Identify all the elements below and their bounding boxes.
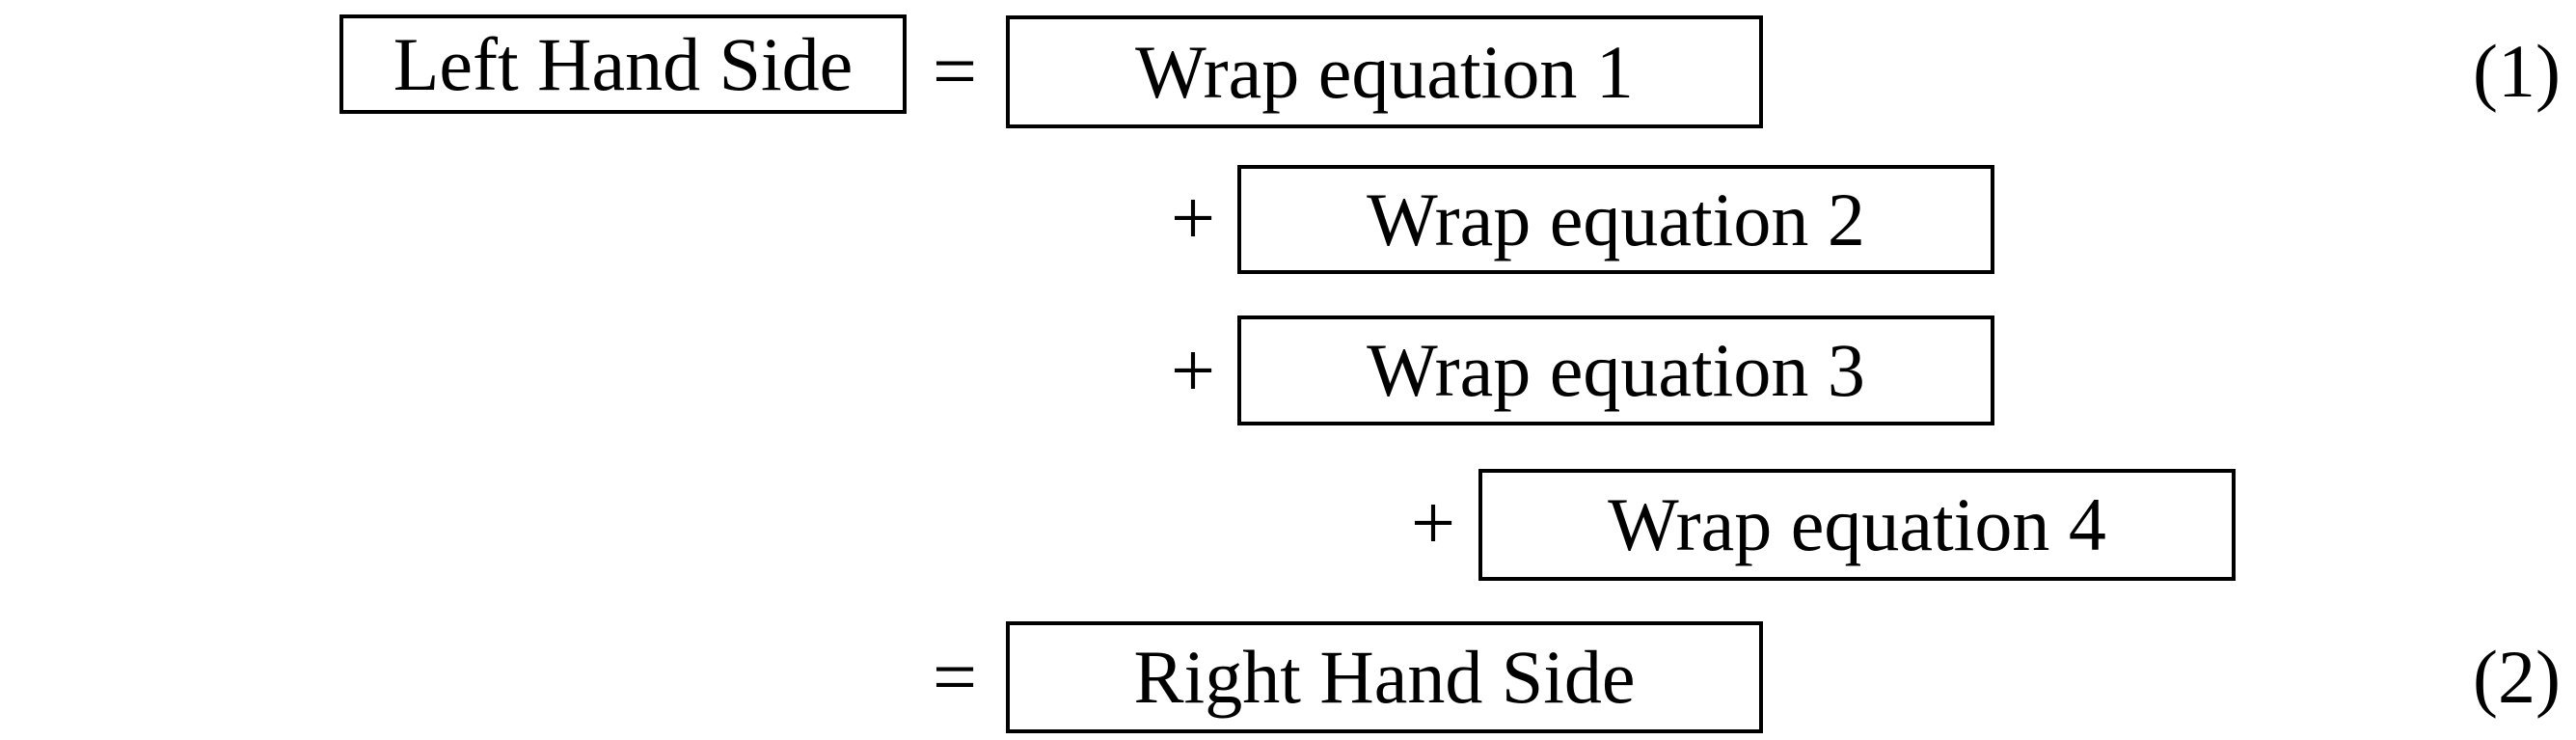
equals-operator-2: = — [932, 633, 978, 721]
wrap-equation-1-box: Wrap equation 1 — [1006, 15, 1763, 128]
wrap-equation-3-box: Wrap equation 3 — [1237, 315, 1994, 425]
wrap-equation-4-box: Wrap equation 4 — [1478, 469, 2236, 581]
plus-operator-3: + — [1410, 479, 1456, 566]
rhs-box: Right Hand Side — [1006, 621, 1763, 733]
plus-operator-1: + — [1170, 174, 1216, 261]
wrap-equation-2-box: Wrap equation 2 — [1237, 165, 1994, 274]
lhs-box: Left Hand Side — [339, 14, 907, 114]
equals-operator-1: = — [932, 27, 978, 115]
plus-operator-2: + — [1170, 326, 1216, 414]
equation-number-2: (2) — [2473, 635, 2561, 719]
equation-number-1: (1) — [2473, 29, 2561, 113]
